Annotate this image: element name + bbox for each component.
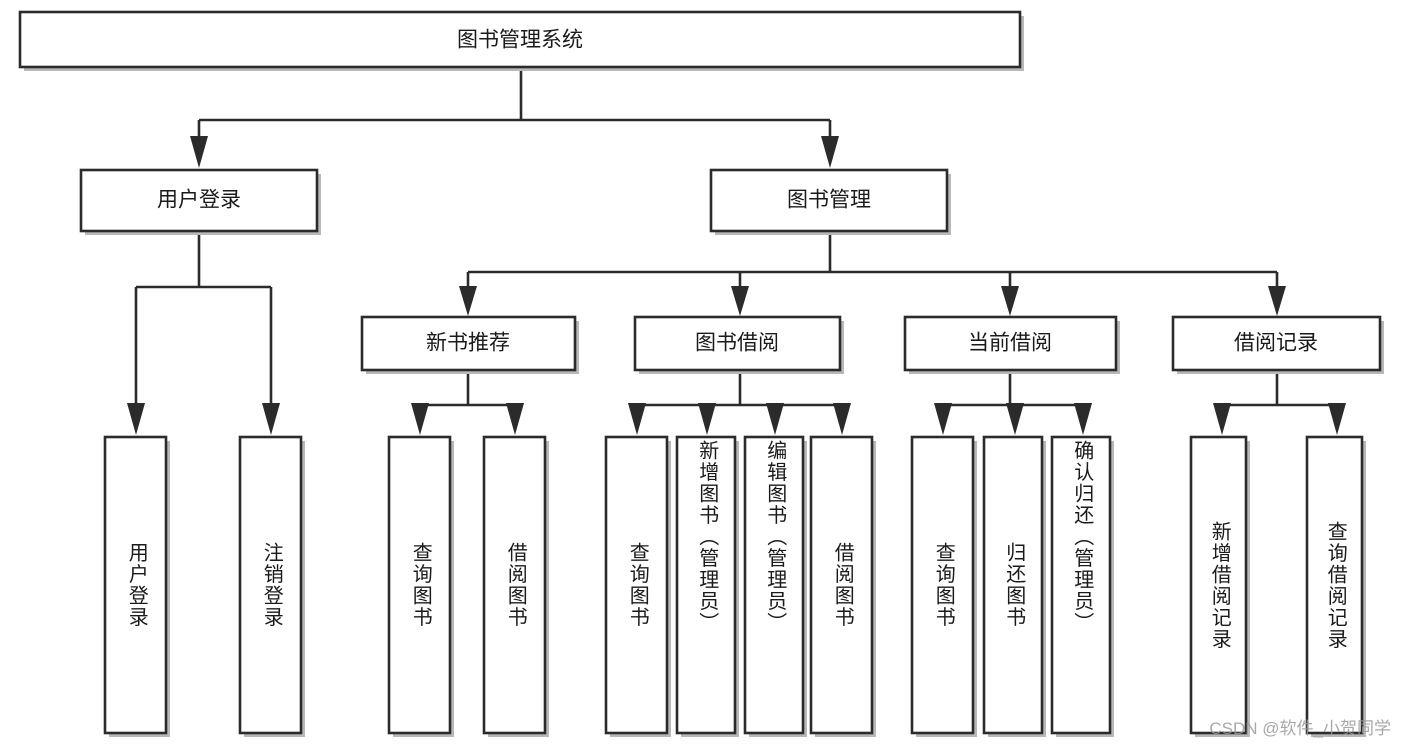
arrow-leaf-br-1: [1213, 403, 1231, 435]
arrow-borrow-record: [1268, 286, 1286, 316]
node-book-borrow-label: 图书借阅: [695, 332, 779, 355]
connector-group-newbook-to-leaves: [411, 373, 524, 435]
node-borrow-record[interactable]: 借阅记录: [1171, 315, 1384, 374]
connector-group-current-to-leaves: [934, 373, 1092, 435]
arrow-user-login: [190, 136, 208, 168]
leaf-box-logout[interactable]: [238, 435, 305, 737]
node-book-borrow[interactable]: 图书借阅: [633, 315, 844, 374]
arrow-leaf-cb-2: [1006, 403, 1024, 435]
node-user-login[interactable]: 用户登录: [79, 168, 321, 235]
arrow-leaf-cb-3: [1074, 403, 1092, 435]
leaf-box-confirm-return-admin[interactable]: [1050, 435, 1114, 737]
leaf-box-add-book-admin[interactable]: [675, 435, 739, 737]
node-borrow-record-label: 借阅记录: [1234, 332, 1318, 355]
leaf-box-query-book-nb[interactable]: [387, 435, 454, 737]
arrow-book-borrow: [731, 286, 749, 316]
arrow-leaf-user-login: [127, 403, 145, 435]
leaf-box-user-login[interactable]: [103, 435, 170, 737]
node-book-management-label: 图书管理: [787, 189, 871, 212]
leaf-box-query-book-bw[interactable]: [604, 435, 671, 737]
leaf-box-add-borrow-record[interactable]: [1189, 435, 1250, 737]
arrow-leaf-cb-1: [934, 403, 952, 435]
arrow-leaf-nb-1: [411, 403, 429, 435]
node-user-login-label: 用户登录: [157, 189, 241, 212]
leaf-box-query-book-cb[interactable]: [910, 435, 977, 737]
arrow-new-book-rec: [459, 286, 477, 316]
node-new-book-recommend[interactable]: 新书推荐: [360, 315, 579, 374]
node-current-borrow[interactable]: 当前借阅: [903, 315, 1120, 374]
arrow-current-borrow: [1001, 286, 1019, 316]
arrow-book-mgmt: [821, 136, 839, 168]
connector-group-userlogin-to-leaves: [127, 232, 280, 435]
arrow-leaf-bw-3: [766, 403, 784, 435]
connector-group-record-to-leaves: [1213, 373, 1346, 435]
connector-group-bookmgmt-to-level3: [459, 232, 1286, 316]
leaf-box-return-book[interactable]: [982, 435, 1046, 737]
node-current-borrow-label: 当前借阅: [968, 332, 1052, 355]
leaf-box-query-borrow-record[interactable]: [1305, 435, 1366, 737]
arrow-leaf-bw-1: [628, 403, 646, 435]
arrow-leaf-bw-2: [698, 403, 716, 435]
arrow-leaf-br-2: [1328, 403, 1346, 435]
leaf-box-borrow-book-nb[interactable]: [482, 435, 549, 737]
node-root-label: 图书管理系统: [457, 29, 583, 52]
connector-group-root-to-level2: [190, 67, 839, 168]
node-new-book-recommend-label: 新书推荐: [426, 332, 510, 355]
arrow-leaf-logout: [262, 403, 280, 435]
node-root[interactable]: 图书管理系统: [18, 10, 1024, 71]
connector-group-borrow-to-leaves: [628, 373, 851, 435]
leaf-box-edit-book-admin[interactable]: [743, 435, 807, 737]
leaf-box-borrow-book-bw[interactable]: [809, 435, 876, 737]
node-book-management[interactable]: 图书管理: [709, 168, 951, 235]
arrow-leaf-bw-4: [833, 403, 851, 435]
arrow-leaf-nb-2: [506, 403, 524, 435]
